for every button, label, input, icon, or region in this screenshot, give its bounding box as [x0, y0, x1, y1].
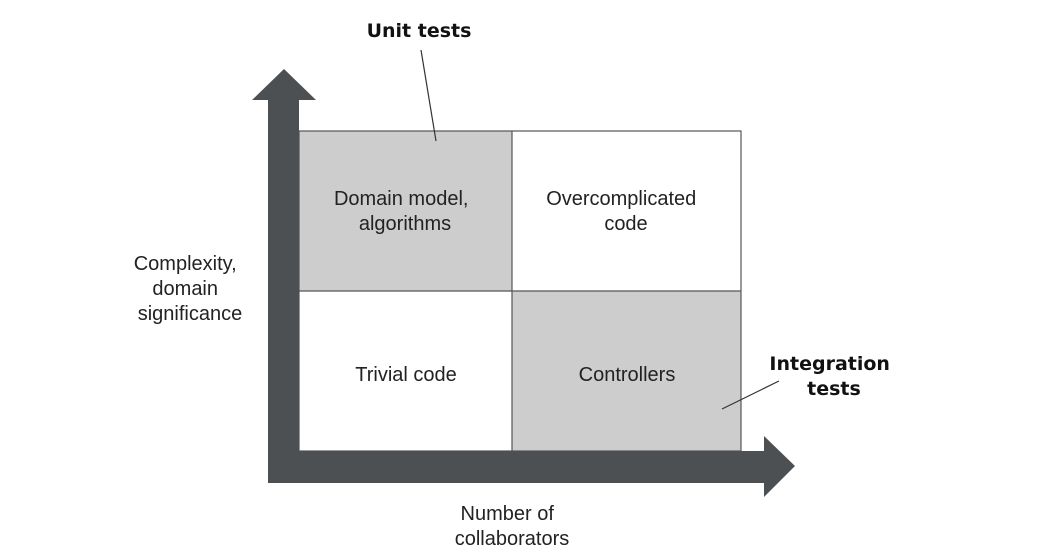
- y-axis-label: Complexity, domain significance: [134, 253, 243, 325]
- quadrant-bottom-left-label: Trivial code: [355, 364, 457, 386]
- quadrant-top-right: [512, 131, 741, 291]
- quadrant-bottom-right: [512, 291, 741, 451]
- unit-tests-label: Unit tests: [367, 20, 472, 42]
- x-axis-arrow: [268, 436, 795, 497]
- y-axis-arrow: [252, 69, 316, 483]
- quadrant-bottom-left: [299, 291, 512, 451]
- x-axis-label: Number of collaborators: [455, 503, 570, 550]
- quadrant-top-right-label: Overcomplicated code: [546, 188, 702, 235]
- integration-tests-callout-line: [721, 380, 780, 410]
- quadrant-top-left-label: Domain model, algorithms: [334, 188, 474, 235]
- integration-tests-label: Integration tests: [769, 353, 896, 400]
- quadrant-top-left: [299, 131, 512, 291]
- quadrant-bottom-right-label: Controllers: [579, 364, 676, 386]
- unit-tests-callout-line: [420, 49, 437, 142]
